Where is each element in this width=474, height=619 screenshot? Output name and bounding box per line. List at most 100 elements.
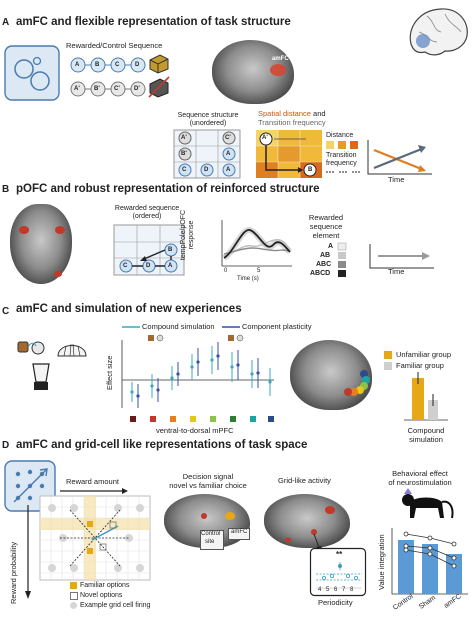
behav-title-1: Behavioral effect — [392, 469, 448, 478]
structure-grid — [173, 129, 241, 179]
amfc-label-a: amFC — [272, 56, 289, 62]
reward-box-icon — [149, 54, 169, 74]
decision-highlights — [201, 512, 235, 520]
task-space-grid — [39, 495, 151, 581]
periodicity-tick-7: 7 — [342, 587, 346, 593]
legend-b-title-3: element — [312, 231, 340, 240]
task-environment-icon — [4, 45, 60, 101]
response-xlabel: Time (s) — [237, 276, 259, 282]
familiar-options-label: Familiar options — [80, 582, 130, 589]
response-ylabel-line2: response — [188, 220, 195, 250]
panel-c-letter: C — [2, 306, 10, 317]
ordered-letter-b: B — [168, 247, 173, 253]
panel-a-time-label: Time — [388, 175, 405, 184]
control-sequence-chain — [70, 81, 146, 97]
amfc-label-d: amFC — [231, 529, 248, 535]
region-square-6 — [230, 416, 236, 422]
novel-options-swatch — [70, 592, 78, 600]
spatial-distance-text: Spatial distance — [258, 109, 311, 118]
value-integration-chart — [391, 528, 468, 595]
compound-sim-label-2: simulation — [409, 435, 443, 444]
mpfc-axis-label: ventral-to-dorsal mPFC — [156, 426, 234, 435]
legend-b-title-1: Rewarded — [308, 213, 344, 222]
ordered-sequence-grid — [113, 224, 185, 276]
decision-title-2: novel vs familiar choice — [169, 481, 247, 490]
reward-probability-label: Reward probability — [9, 541, 18, 604]
region-square-8 — [268, 416, 274, 422]
response-ylabel-line1: tempPole/pOFC — [180, 209, 187, 261]
behav-title-2: of neurostimulation — [388, 478, 452, 487]
region-square-7 — [250, 416, 256, 422]
brain-overview-icon — [409, 8, 468, 56]
distance-heat-grid — [256, 130, 322, 178]
structure-label-line2: (unordered) — [189, 120, 227, 127]
region-square-5 — [210, 416, 216, 422]
response-time-course — [221, 220, 293, 267]
structure-label-line1: Sequence structure — [177, 112, 239, 119]
compound-legend-label: Compound simulation — [142, 322, 215, 331]
panel-b-title: pOFC and robust representation of reinfo… — [16, 183, 320, 195]
component-legend-line — [222, 326, 240, 328]
blender-icon — [32, 363, 50, 390]
grid-cell-8: D — [204, 167, 209, 173]
reward-amount-arrow — [60, 488, 128, 494]
no-reward-box-icon — [148, 76, 170, 98]
response-xtick-0: 0 — [224, 268, 228, 274]
rewarded-seq-label-line1: Rewarded sequence — [114, 205, 180, 212]
periodicity-tick-8: 8 — [350, 587, 354, 593]
periodicity-plot — [309, 547, 367, 597]
panel-b-letter: B — [2, 184, 10, 195]
rewarded-sequence-chain — [70, 57, 146, 73]
distance-legend-label: Distance — [326, 132, 354, 139]
grid-firing-swatch — [70, 602, 77, 609]
effect-size-ylabel: Effect size — [105, 355, 114, 390]
familiar-options-swatch — [70, 582, 77, 589]
legend-b-swatches — [337, 242, 347, 277]
panel-b-axial-brain — [10, 204, 72, 284]
reward-probability-arrow — [25, 505, 31, 599]
panel-c-sagittal-brain — [290, 340, 372, 410]
mpfc-gradient-highlight — [344, 370, 370, 396]
distance-legend-swatches — [326, 141, 358, 149]
grid-firing-label: Example grid cell firing — [80, 602, 151, 609]
compound-legend-line — [122, 326, 140, 328]
legend-b-item-ab: AB — [320, 252, 331, 259]
region-square-1 — [130, 416, 136, 422]
pofc-highlights — [19, 226, 65, 277]
grid-like-title: Grid-like activity — [278, 476, 331, 485]
grid-cell-9: A — [226, 167, 231, 173]
amfc-highlight — [270, 64, 286, 76]
region-square-3 — [170, 416, 176, 422]
seq-letter-d: D — [135, 62, 140, 68]
legend-b-item-abc: ABC — [316, 261, 332, 268]
periodicity-label: Periodicity — [318, 598, 353, 607]
decision-title-1: Decision signal — [182, 472, 234, 481]
transition-label-line2: frequency — [326, 160, 357, 167]
transition-label-line1: Transition — [326, 152, 357, 159]
ordered-letter-c: C — [123, 263, 128, 269]
control-site-box — [200, 530, 224, 550]
grid-cell-7: C — [182, 167, 187, 173]
panel-a-time-trend — [367, 140, 432, 175]
grid-like-brain — [264, 494, 350, 548]
legend-food-icons — [148, 334, 244, 342]
panel-a-title: amFC and flexible representation of task… — [16, 16, 291, 28]
periodicity-tick-4: 4 — [318, 587, 322, 593]
spatial-distance-label: Spatial distance and — [258, 110, 326, 118]
significance-stars: ** — [336, 550, 343, 559]
seq-letter-b: B — [95, 62, 100, 68]
panel-d-letter: D — [2, 440, 10, 451]
familiar-legend-label: Familiar group — [396, 361, 444, 370]
grid-cell-3: C' — [225, 135, 231, 141]
ordered-letter-a: A — [168, 263, 173, 269]
ordered-letter-d: D — [146, 263, 151, 269]
grid-cell-1: A' — [181, 135, 187, 141]
grid-like-highlights — [285, 506, 335, 552]
region-square-2 — [150, 416, 156, 422]
food-items-icon — [17, 341, 45, 355]
reward-amount-label: Reward amount — [66, 477, 119, 486]
heat-grid-b: B — [308, 167, 313, 173]
compound-simulation-bars — [404, 372, 448, 421]
sequence-label: Rewarded/Control Sequence — [66, 41, 163, 50]
heat-grid-a-prime: A' — [262, 135, 268, 141]
